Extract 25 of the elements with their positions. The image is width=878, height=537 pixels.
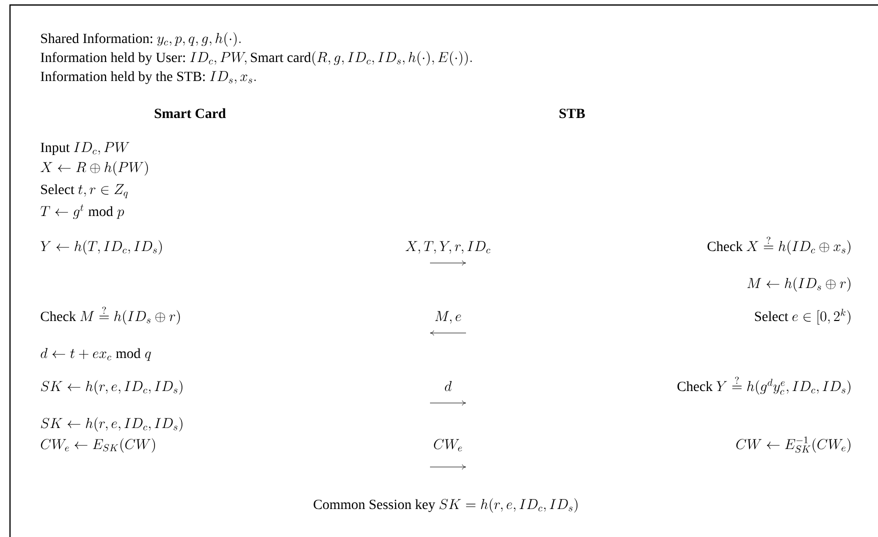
statement: $X \leftarrow R \oplus h(PW)$ xyxy=(40,161,148,176)
statement: Shared Information: $y_c, p, q, g, h(\cdot).$ xyxy=(41,32,241,47)
message-label: $X, T, Y, r, ID_c$ xyxy=(406,241,490,254)
statement: Select $t, r \in Z_q$ xyxy=(41,184,128,198)
statement: $Y \leftarrow h(T, ID_c, ID_s)$ xyxy=(40,240,162,255)
column-heading: STB xyxy=(560,108,585,118)
statement: Check $X \stackrel{?}{=} h(ID_c \oplus x_s)$ xyxy=(708,236,850,255)
statement: Information held by the STB: $ID_s, x_s.$ xyxy=(40,71,256,84)
statement: Check $M \stackrel{?}{=} h(ID_s \oplus r)$ xyxy=(40,306,180,325)
statement: $SK \leftarrow h(r, e, ID_c, ID_s)$ xyxy=(40,417,182,432)
session-key-statement: Common Session key $SK = h(r, e, ID_c, ID_s)$ xyxy=(314,498,578,513)
statement: Check $Y \stackrel{?}{=} h(g^d y_c^e, ID_c, ID_s)$ xyxy=(677,376,850,395)
statement: Information held by User: $ID_c, PW, \mbox{Smart card}(R, g, ID_c, ID_s, h(\cdot), E(\cdot)).$ xyxy=(40,51,472,66)
message-label: $M, e$ xyxy=(435,311,462,324)
message-label: $d$ xyxy=(444,381,452,392)
statement: $M \leftarrow h(ID_s \oplus r)$ xyxy=(747,277,850,292)
statement: $SK \leftarrow h(r, e, ID_c, ID_s)$ xyxy=(40,380,182,395)
statement: Select $e \in [0, 2^k)$ xyxy=(755,308,850,325)
statement: $CW_e \leftarrow E_{SK}(CW)$ xyxy=(40,438,155,453)
statement: $T \leftarrow g^t \bmod p$ xyxy=(40,204,124,219)
statement: $d \leftarrow t + ex_c \bmod q$ xyxy=(40,348,151,361)
column-heading: Smart Card xyxy=(154,108,226,118)
statement: Input $ID_c,PW$ xyxy=(40,142,130,155)
message-label: $CW_e$ xyxy=(434,438,462,452)
statement: $CW \leftarrow E_{SK}^{-1}(CW_e)$ xyxy=(736,436,850,453)
